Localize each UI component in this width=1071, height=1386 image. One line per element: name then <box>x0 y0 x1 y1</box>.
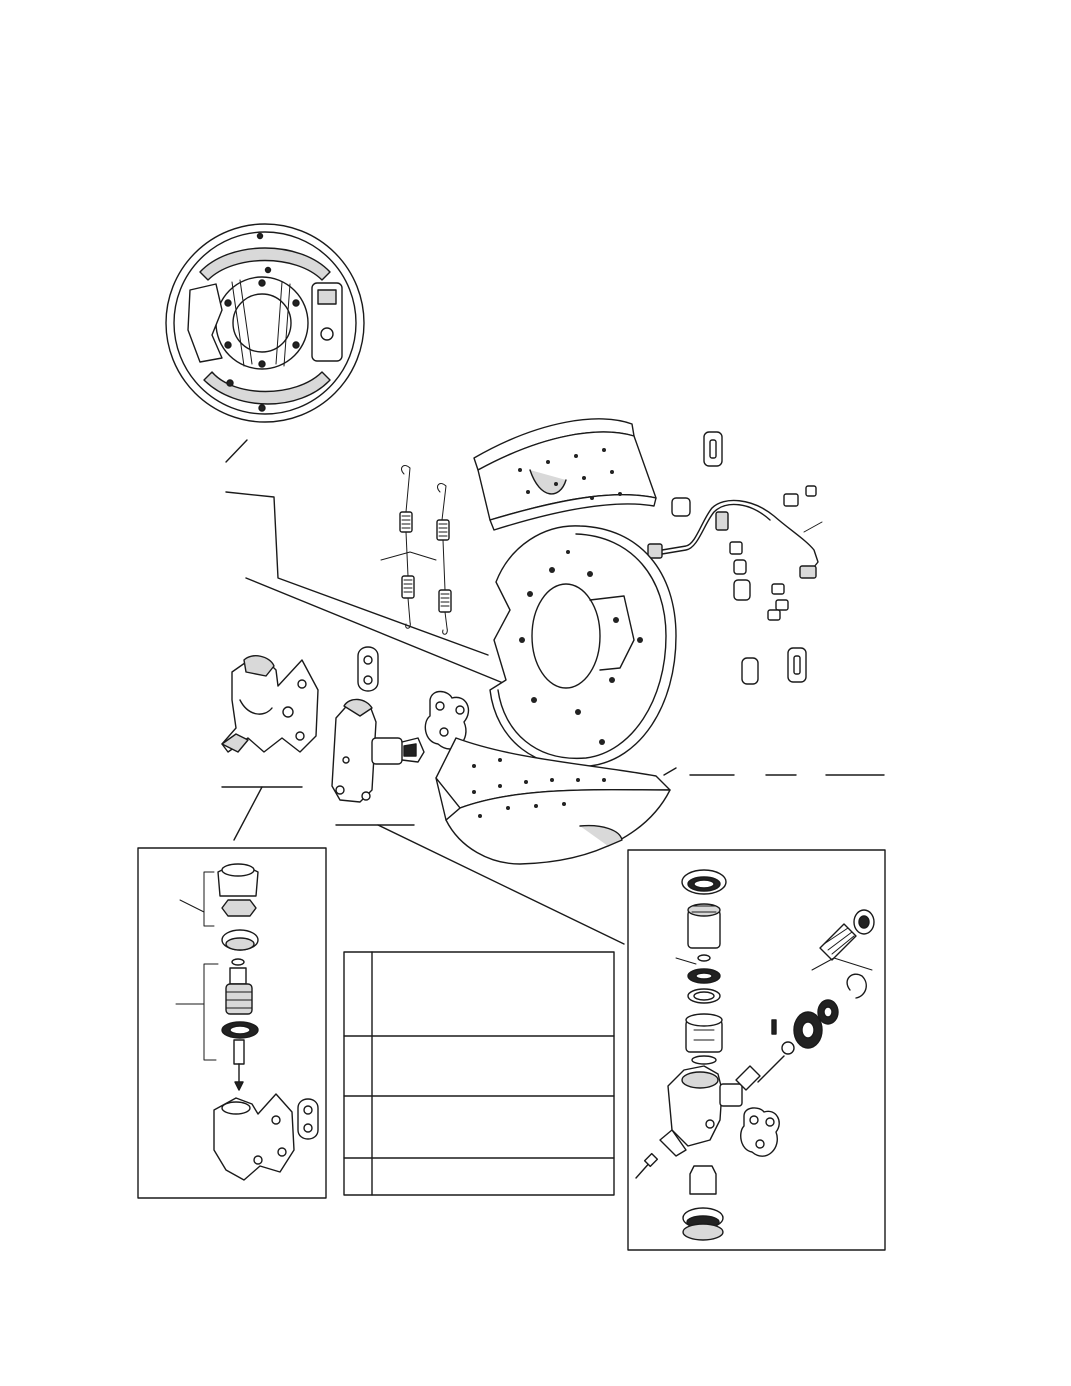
adjuster <box>221 655 319 753</box>
shoe-clip-top <box>703 431 723 467</box>
leader-line-backplate <box>225 491 489 656</box>
gasket-small <box>357 646 379 692</box>
leader-line-wheel-cylinder <box>377 824 625 945</box>
leader-line-adjuster <box>233 786 263 841</box>
leader-line-lower <box>245 577 509 686</box>
rivet-holes-lower <box>472 758 606 818</box>
brake-shoe-upper <box>473 418 657 531</box>
gasket-large <box>424 690 470 750</box>
adjuster-exploded <box>213 863 319 1181</box>
leader-lines-right <box>663 767 885 776</box>
wheel-cylinder <box>331 698 425 803</box>
legend-table <box>343 951 615 1196</box>
brake-shoe-lower <box>435 737 671 865</box>
brake-pipe <box>647 499 819 579</box>
return-springs <box>399 465 452 635</box>
bolts-fittings <box>729 485 817 685</box>
wheel-cylinder-exploded <box>635 869 875 1241</box>
shoe-clip-small <box>671 497 691 517</box>
backplate-assembly <box>165 223 365 423</box>
backplate <box>489 525 677 768</box>
leader-line-springs <box>380 551 437 561</box>
inset-wheel-cylinder-exploded <box>627 849 886 1251</box>
rivet-holes-upper <box>518 448 622 500</box>
